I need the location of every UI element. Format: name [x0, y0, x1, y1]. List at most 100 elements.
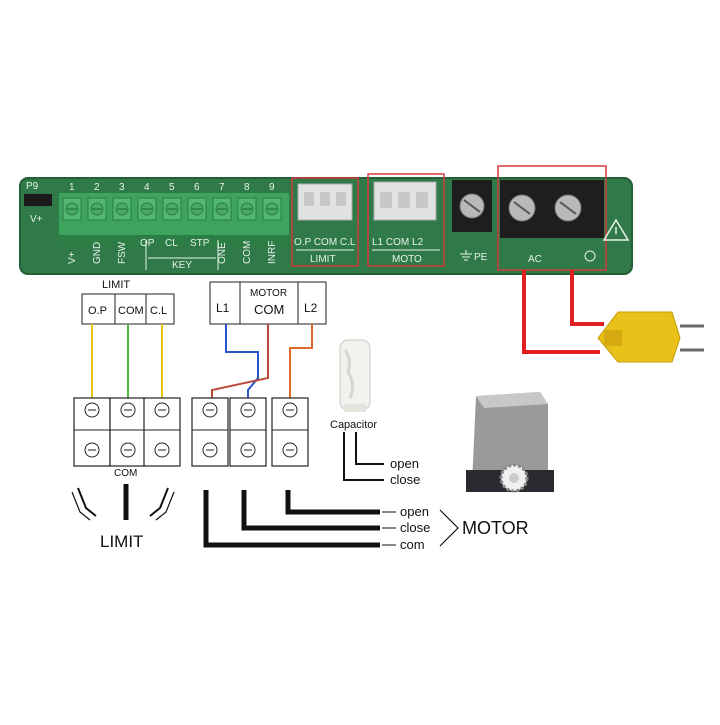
wire-motor-l2	[289, 324, 313, 404]
ac-highlight-box	[497, 165, 607, 271]
moto-header-label: L1 COM L2	[372, 237, 424, 248]
pin-number: 3	[119, 182, 125, 193]
pin-number: 8	[244, 182, 250, 193]
limit-pin-3	[336, 192, 346, 206]
capacitor-wire-close	[343, 432, 384, 481]
capacitor-cap	[344, 404, 366, 412]
ground-icon	[460, 250, 472, 261]
plug-icon	[597, 311, 704, 363]
capacitor-close-label: close	[390, 472, 420, 487]
moto-highlight-box	[367, 173, 445, 267]
terminal-label-op: OP	[140, 238, 155, 249]
ac-power-wires	[522, 270, 604, 354]
pin-number: 9	[269, 182, 275, 193]
gate-motor-unit	[466, 392, 554, 493]
limit-box: LIMIT O.P COM C.L	[81, 279, 175, 325]
motor-wire-com	[203, 490, 380, 548]
terminal-label-fsw: FSW	[117, 241, 128, 264]
terminal-label-stp: STP	[190, 238, 210, 249]
motor-brace	[439, 509, 459, 547]
pin-number: 6	[194, 182, 200, 193]
terminal-label-v+: V+	[67, 251, 78, 264]
ac-wire-1	[522, 270, 600, 354]
terminal-label-one: ONE	[217, 242, 228, 264]
terminal-com-label: COM	[114, 468, 137, 479]
signal-wires	[91, 324, 313, 404]
pin-number: 7	[219, 182, 225, 193]
motor-cell-motor: MOTOR	[250, 288, 287, 299]
motor-cover	[472, 392, 548, 484]
terminal-block-base	[58, 236, 290, 246]
ac-label: AC	[528, 254, 542, 265]
pin-number: 5	[169, 182, 175, 193]
motor-com-label: com	[400, 537, 425, 552]
limit-connector: O.P COM C.L LIMIT	[291, 177, 359, 267]
terminal-label-com: COM	[242, 241, 253, 264]
pe-terminal: PE	[452, 180, 492, 263]
moto-connector: L1 COM L2 MOTO	[367, 173, 445, 267]
p9-jumper	[24, 194, 52, 206]
motor-wire-close	[241, 490, 380, 531]
capacitor-wire-open	[355, 432, 384, 465]
ac-wire-2	[570, 270, 604, 326]
motor-wire-labels: open close com MOTOR	[382, 504, 529, 552]
limit-pin-1	[304, 192, 314, 206]
terminal-label-inrf: INRF	[267, 241, 278, 264]
motor-open-label: open	[400, 504, 429, 519]
capacitor: Capacitor open close	[330, 339, 420, 487]
limit-highlight-box	[291, 177, 359, 267]
terminal-block-cell	[271, 397, 309, 467]
terminal-block-cell	[191, 397, 229, 467]
motor-box: L1 MOTOR COM L2	[209, 281, 327, 325]
limit-box-title: LIMIT	[102, 279, 130, 291]
terminal-block	[73, 397, 309, 467]
mount-hole	[584, 250, 596, 262]
terminal-label-gnd: GND	[92, 242, 103, 264]
capacitor-texture	[343, 349, 355, 399]
limit-board-label: LIMIT	[310, 254, 336, 265]
limit-switch-symbol	[71, 484, 175, 521]
warning-icon	[602, 218, 630, 241]
v-plus-side-label: V+	[30, 214, 43, 225]
motor-title: MOTOR	[462, 518, 529, 538]
motor-wire-open	[285, 490, 380, 515]
screw-slot	[559, 201, 577, 215]
screw-slot	[513, 201, 531, 215]
pin-number: 4	[144, 182, 150, 193]
ac-terminal: AC	[497, 165, 607, 271]
wire-motor-com	[211, 324, 269, 404]
plug-grip	[604, 330, 622, 346]
moto-board-label: MOTO	[392, 254, 422, 265]
motor-close-label: close	[400, 520, 430, 535]
capacitor-open-label: open	[390, 456, 419, 471]
pe-label: PE	[474, 252, 488, 263]
motor-cell-com: COM	[254, 302, 284, 317]
terminal-label-cl: CL	[165, 238, 178, 249]
moto-pin-2	[398, 192, 410, 208]
motor-cell-l1: L1	[216, 301, 230, 315]
gear-icon	[499, 463, 529, 493]
terminal-block-cell	[229, 397, 267, 467]
terminal-block-cell	[109, 397, 147, 467]
motor-box-frame	[209, 281, 327, 325]
p9-label: P9	[26, 181, 39, 192]
motor-cover-top	[476, 392, 548, 408]
motor-cell-l2: L2	[304, 301, 318, 315]
pin-number: 1	[69, 182, 75, 193]
limit-cell-cl: C.L	[150, 305, 167, 317]
terminal-block-cell	[143, 397, 181, 467]
wire-motor-l1	[225, 324, 259, 404]
limit-header-label: O.P COM C.L	[294, 237, 356, 248]
moto-pin-3	[416, 192, 428, 208]
limit-pin-2	[320, 192, 330, 206]
limit-cell-com: COM	[118, 305, 144, 317]
key-label: KEY	[172, 260, 192, 271]
motor-heavy-wires	[203, 490, 380, 548]
moto-pin-1	[380, 192, 392, 208]
capacitor-label: Capacitor	[330, 419, 377, 431]
screw-slot	[463, 199, 481, 213]
